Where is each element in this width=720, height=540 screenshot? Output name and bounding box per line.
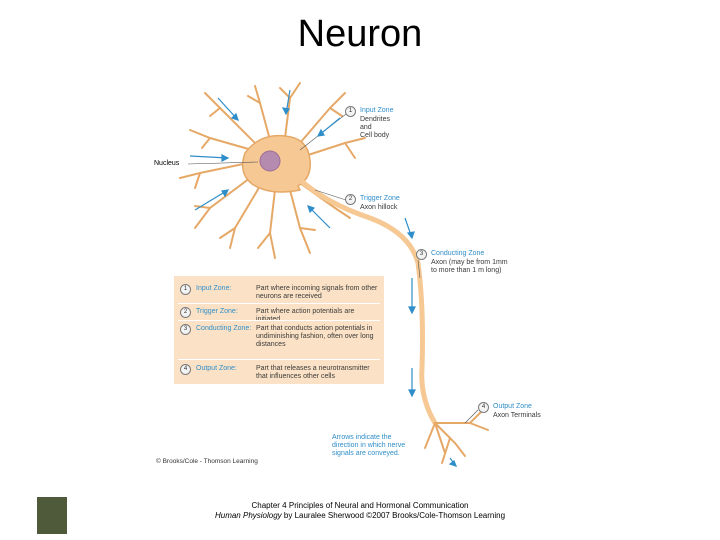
arrows-note: signals are conveyed. xyxy=(332,450,400,457)
footer-line-2: Human Physiology by Lauralee Sherwood ©2… xyxy=(0,511,720,521)
neuron-figure: Nucleus 1 Input Zone Dendrites and Cell … xyxy=(150,78,570,476)
zone-description: Part that conducts action potentials in … xyxy=(256,325,374,348)
callout-number: 4 xyxy=(478,402,489,413)
zone-name: Trigger Zone: xyxy=(196,308,238,315)
footer-line-1: Chapter 4 Principles of Neural and Hormo… xyxy=(251,501,469,510)
callout-text: Axon (may be from 1mm xyxy=(431,259,508,266)
dendrites xyxy=(179,82,366,259)
book-title: Human Physiology xyxy=(214,511,282,520)
nucleus-label: Nucleus xyxy=(154,160,180,167)
callout-input-zone-name: Input Zone xyxy=(360,107,394,114)
zone-description: Part where action potentials are initiat… xyxy=(256,308,355,323)
callout-text: to more than 1 m long) xyxy=(431,267,502,274)
callout-text: Axon hillock xyxy=(360,204,398,211)
callout-text: Dendrites xyxy=(360,116,390,123)
zone-number: 3 xyxy=(180,324,191,335)
publisher-logo xyxy=(37,497,67,534)
signal-arrows xyxy=(189,89,458,467)
axon-terminals xyxy=(424,407,489,464)
callout-trigger-zone-name: Trigger Zone xyxy=(360,195,400,202)
nucleus xyxy=(259,150,281,172)
arrows-note: direction in which nerve xyxy=(332,442,406,449)
callout-number: 2 xyxy=(345,194,356,205)
zone-description: Part that releases a neurotransmitter th… xyxy=(256,365,370,380)
footer: Chapter 4 Principles of Neural and Hormo… xyxy=(0,501,720,521)
callout-number: 1 xyxy=(345,106,356,117)
zone-number: 4 xyxy=(180,364,191,375)
neuron-illustration xyxy=(179,82,489,467)
zone-description: Part where incoming signals from other n… xyxy=(256,285,378,300)
zone-name: Conducting Zone: xyxy=(196,325,252,332)
slide-title: Neuron xyxy=(297,13,423,55)
callout-number: 3 xyxy=(416,249,427,260)
zone-name: Output Zone: xyxy=(196,365,237,372)
nucleus-pointer xyxy=(187,161,259,165)
row-divider xyxy=(178,303,380,304)
callout-text: and xyxy=(360,124,372,131)
callout-text: Axon Terminals xyxy=(493,412,541,419)
zone-name: Input Zone: xyxy=(196,285,232,292)
zone-number: 2 xyxy=(180,307,191,318)
footer-author-credit: by Lauralee Sherwood ©2007 Brooks/Cole-T… xyxy=(281,511,506,520)
row-divider xyxy=(178,359,380,360)
zone-table: 1 Input Zone: Part where incoming signal… xyxy=(174,276,384,384)
row-divider xyxy=(178,320,380,321)
arrows-note: Arrows indicate the xyxy=(332,434,392,441)
callout-text: Cell body xyxy=(360,132,390,139)
zone-number: 1 xyxy=(180,284,191,295)
copyright: © Brooks/Cole - Thomson Learning xyxy=(156,458,258,465)
axon xyxy=(296,176,438,425)
callout-conducting-zone-name: Conducting Zone xyxy=(431,250,485,257)
callout-output-zone-name: Output Zone xyxy=(493,403,532,410)
